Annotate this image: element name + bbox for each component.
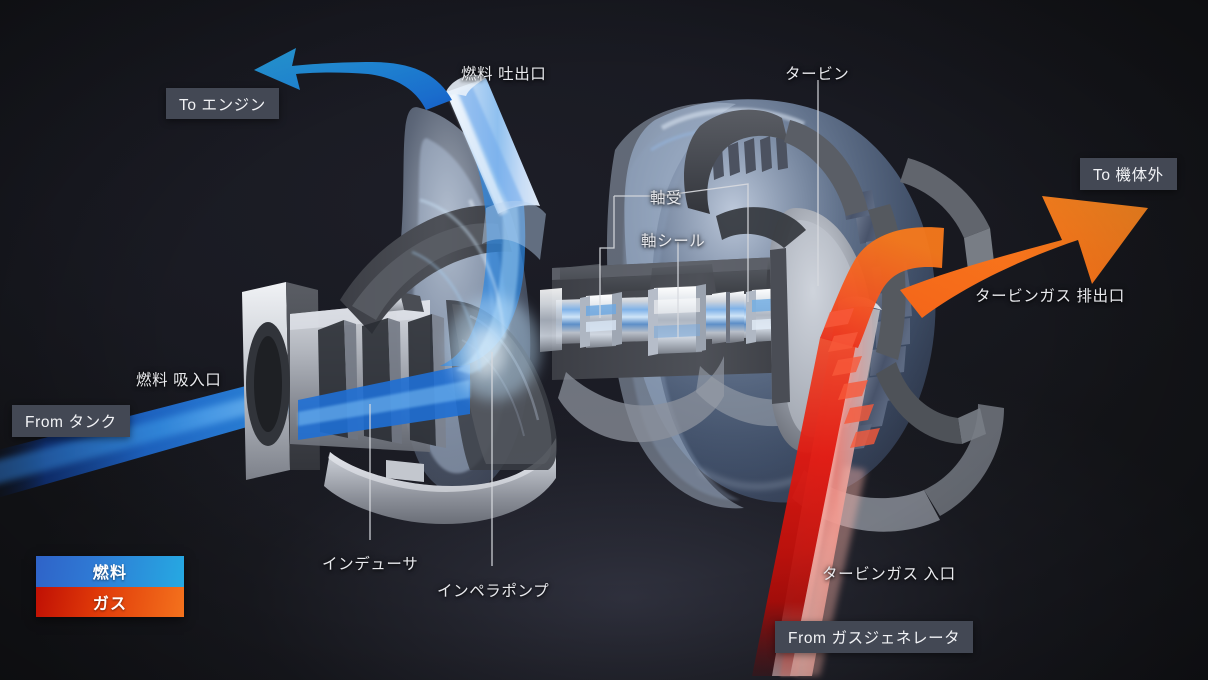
legend-item-gas: ガス bbox=[36, 586, 184, 617]
seal-rings bbox=[712, 291, 744, 344]
fuel-inlet-flow-band bbox=[0, 372, 300, 498]
chip-to-engine: To エンジン bbox=[166, 88, 279, 119]
flow-legend: 燃料 ガス bbox=[36, 556, 184, 617]
callout-shaft-seal: 軸シール bbox=[641, 233, 706, 250]
callout-turbine: タービン bbox=[785, 66, 850, 83]
fuel-discharge-pipe bbox=[446, 74, 546, 260]
gas-exhaust-arrow bbox=[900, 196, 1148, 318]
legend-item-fuel: 燃料 bbox=[36, 556, 184, 587]
callout-impeller-pump: インペラポンプ bbox=[437, 583, 550, 600]
turbine-nozzle-ring bbox=[712, 136, 788, 180]
callout-fuel-inlet: 燃料 吸入口 bbox=[136, 372, 222, 389]
callout-turbine-gas-exit: タービンガス 排出口 bbox=[975, 288, 1125, 305]
chip-from-gas-generator: From ガスジェネレータ bbox=[775, 621, 974, 653]
shaft-assembly bbox=[540, 256, 804, 443]
callout-bearing: 軸受 bbox=[650, 190, 683, 207]
fuel-discharge-arrow bbox=[254, 48, 452, 110]
callout-leader-lines bbox=[369, 80, 819, 566]
callout-fuel-discharge: 燃料 吐出口 bbox=[461, 66, 547, 83]
callout-turbine-gas-inlet: タービンガス 入口 bbox=[822, 566, 956, 583]
gas-hot-path bbox=[752, 227, 944, 676]
callout-inducer: インデューサ bbox=[322, 556, 419, 573]
leader-bearing-left bbox=[599, 196, 615, 318]
chip-from-tank: From タンク bbox=[12, 405, 130, 437]
chip-to-outside: To 機体外 bbox=[1080, 158, 1177, 190]
bearing-left bbox=[580, 292, 622, 348]
leader-bearing-right bbox=[659, 183, 749, 302]
